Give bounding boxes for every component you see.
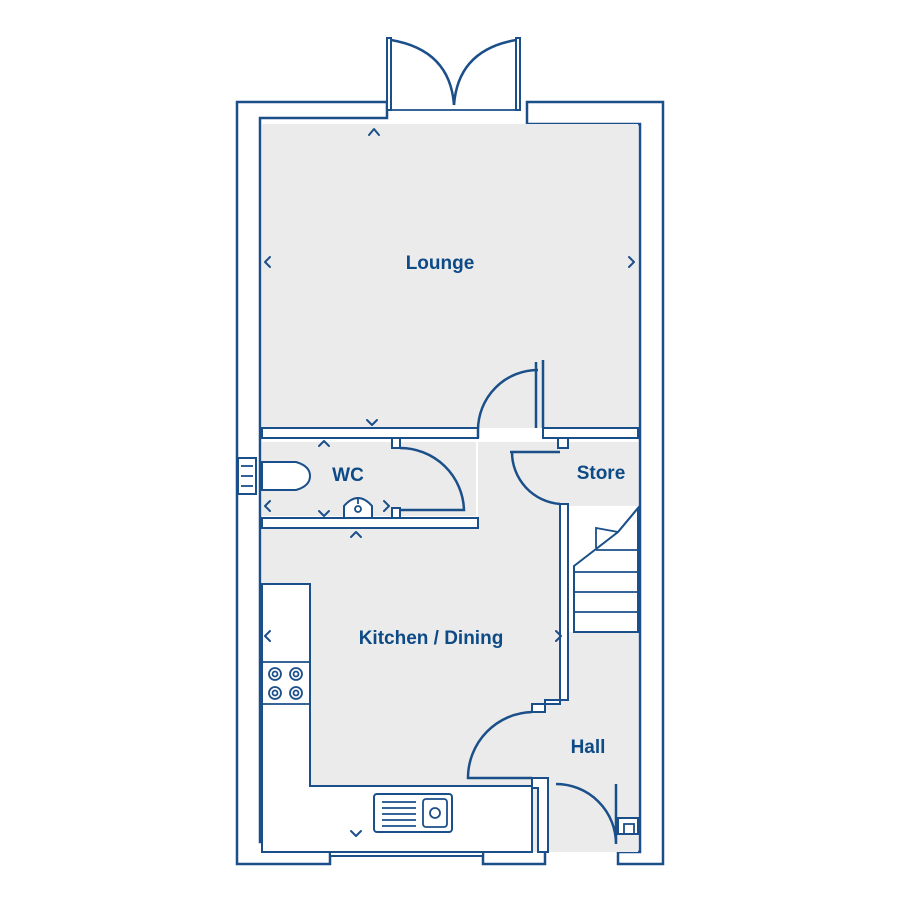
room-label-hall: Hall [571,737,606,758]
hob-icon [268,667,303,700]
dimension-arrow-icon [264,256,271,268]
room-label-lounge: Lounge [406,253,475,274]
dimension-arrow-icon [350,531,362,538]
hall-floor [532,632,638,852]
wall-store-kitchen [557,437,569,449]
floor-areas [262,124,638,852]
wall-lounge-store [542,427,639,439]
dimension-arrow-icon [368,128,380,136]
front-door-swing-icon [555,782,618,845]
wall-wc-door-jamb [391,507,401,519]
patio-doors [386,37,521,111]
room-label-wc: WC [332,465,364,486]
kitchen-floor [262,442,568,852]
dimension-arrow-icon [264,630,271,642]
lounge-door-swing-icon [476,368,539,438]
kitchen-door-swing-icon [466,710,533,780]
wall-wc-kitchen [261,517,479,529]
toilet-icon [237,457,312,495]
dimension-arrows [264,128,635,837]
room-label-kitchen-dining: Kitchen / Dining [359,628,504,649]
store-floor [555,442,638,506]
wall-kitchen-hall [531,503,569,713]
lounge-floor [262,124,638,428]
door-swings [399,368,618,845]
dimension-arrow-icon [318,440,330,447]
dimension-arrow-icon [350,830,362,837]
sink-icon [373,793,453,833]
wall-lounge-wc [261,427,479,439]
wall-wc-door-stop [391,437,401,449]
wc-door-swing-icon [399,446,466,512]
dimension-arrow-icon [264,500,271,512]
dimension-arrow-icon [555,630,562,642]
dimension-arrow-icon [628,256,635,268]
store-door-swing-icon [510,450,561,506]
dimension-arrow-icon [318,510,330,517]
stairs-icon [573,505,639,633]
room-label-store: Store [577,463,626,484]
basin-icon [343,497,373,519]
dimension-arrow-icon [366,419,378,426]
dimension-arrow-icon [383,500,390,512]
store-frame [617,817,639,835]
room-labels: Lounge WC Store Kitchen / Dining Hall [332,253,625,758]
